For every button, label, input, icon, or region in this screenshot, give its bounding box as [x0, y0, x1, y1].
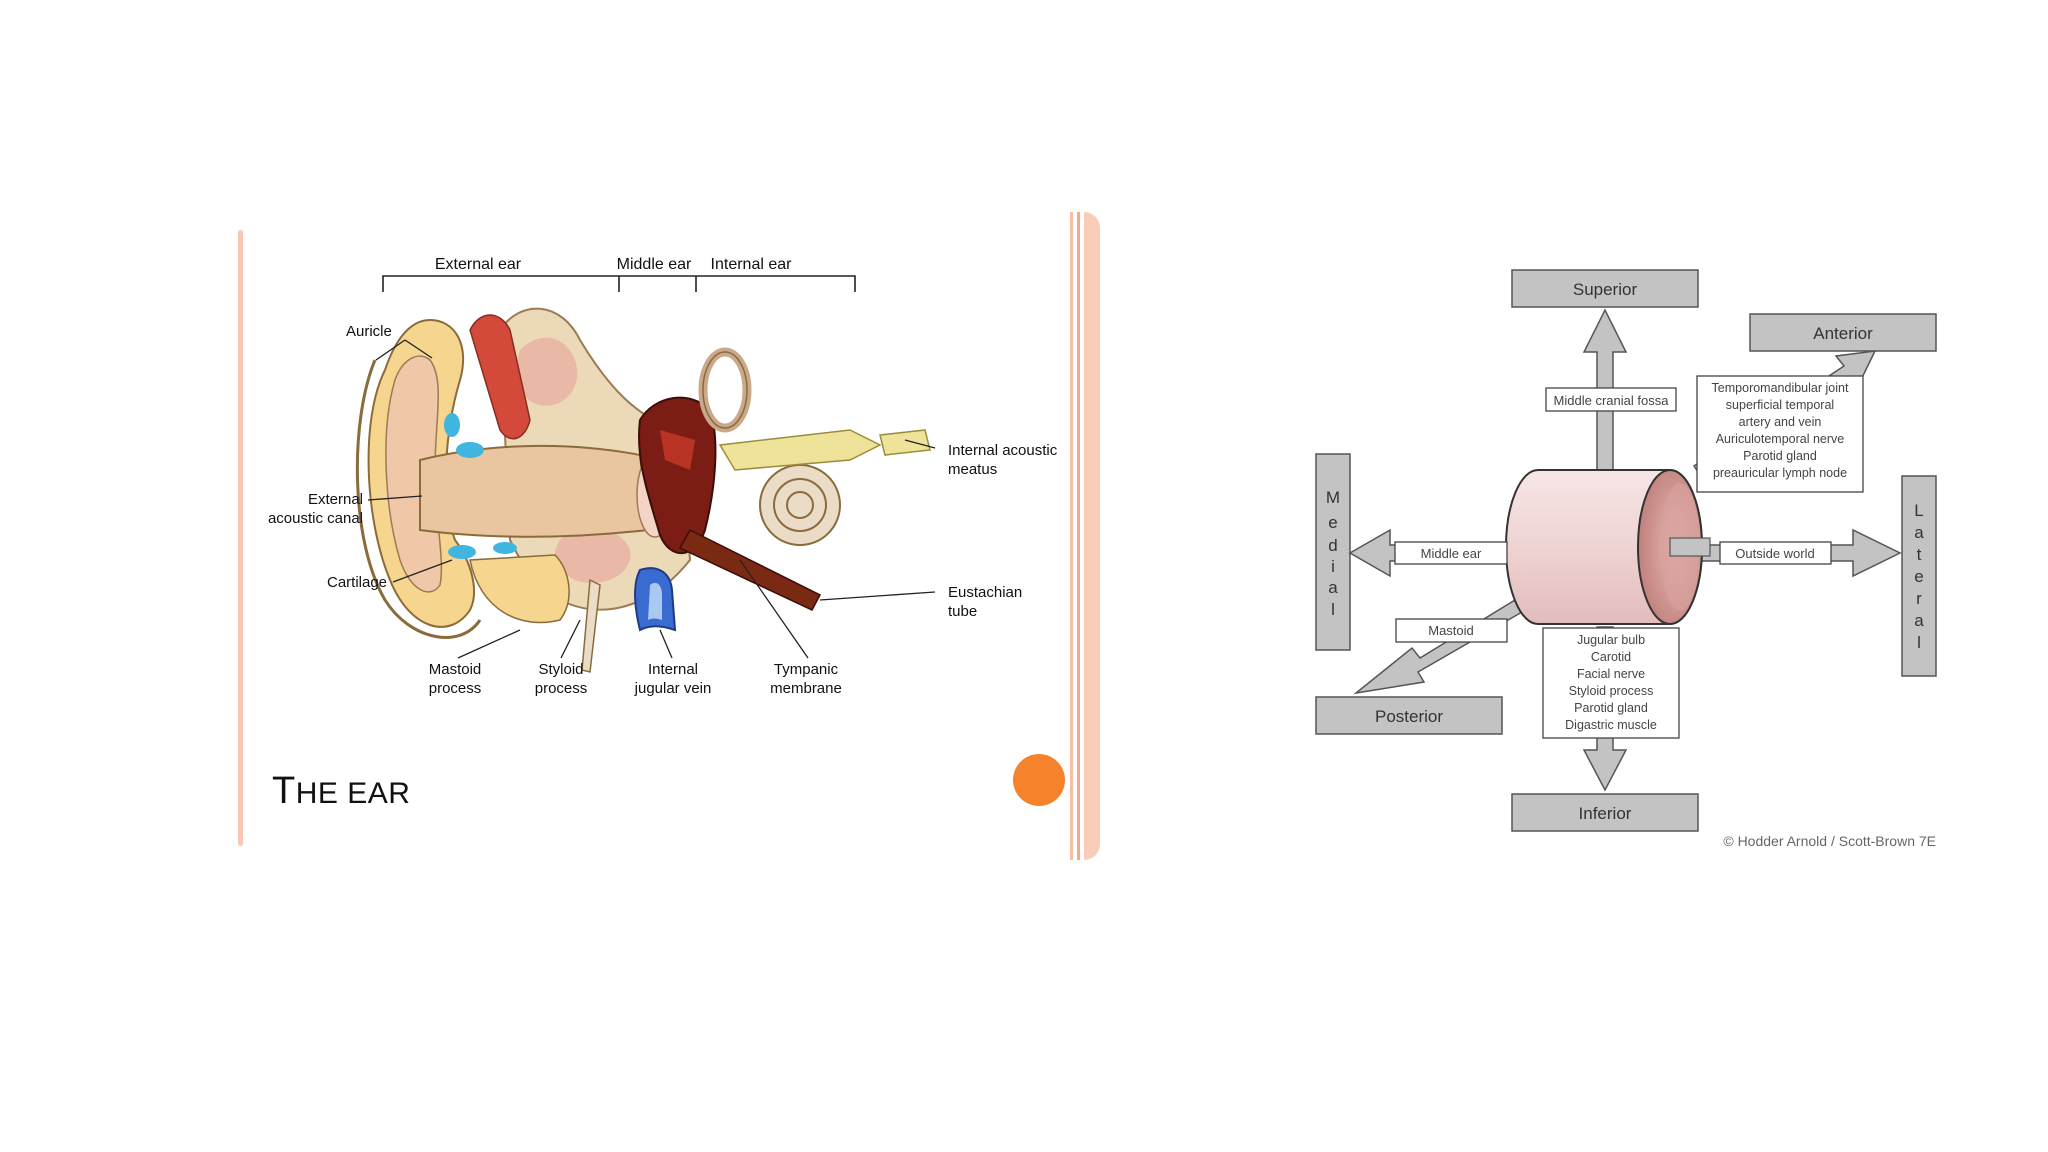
- middle-cranial-fossa-label: Middle cranial fossa: [1554, 393, 1670, 408]
- superior-label: Superior: [1573, 280, 1638, 299]
- lateral-letter: L: [1914, 501, 1923, 520]
- list-item: Digastric muscle: [1565, 718, 1657, 732]
- medial-letter: M: [1326, 488, 1340, 507]
- medial-letter: i: [1331, 557, 1335, 576]
- inferior-label: Inferior: [1579, 804, 1632, 823]
- list-item: artery and vein: [1739, 415, 1822, 429]
- lateral-letter: t: [1917, 545, 1922, 564]
- medial-letter: d: [1328, 536, 1337, 555]
- middle-ear-box-label: Middle ear: [1421, 546, 1482, 561]
- lateral-letter: r: [1916, 589, 1922, 608]
- lateral-letter: a: [1914, 523, 1924, 542]
- list-item: Jugular bulb: [1577, 633, 1645, 647]
- list-item: Styloid process: [1569, 684, 1654, 698]
- posterior-label: Posterior: [1375, 707, 1443, 726]
- anterior-label: Anterior: [1813, 324, 1873, 343]
- lateral-letter: l: [1917, 633, 1921, 652]
- posterior-arrow: [1356, 600, 1522, 693]
- mastoid-box-label: Mastoid: [1428, 623, 1474, 638]
- lateral-connector: [1670, 538, 1710, 556]
- list-item: Parotid gland: [1743, 449, 1817, 463]
- list-item: Facial nerve: [1577, 667, 1645, 681]
- list-item: Carotid: [1591, 650, 1631, 664]
- lateral-letter: e: [1914, 567, 1923, 586]
- list-item: Auriculotemporal nerve: [1716, 432, 1845, 446]
- credit-text: © Hodder Arnold / Scott-Brown 7E: [1723, 833, 1936, 849]
- lateral-letter: a: [1914, 611, 1924, 630]
- outside-world-label: Outside world: [1735, 546, 1814, 561]
- medial-letter: a: [1328, 578, 1338, 597]
- lateral-label: L a t e r a l: [1914, 501, 1924, 652]
- list-item: Parotid gland: [1574, 701, 1648, 715]
- list-item: superficial temporal: [1726, 398, 1834, 412]
- list-item: Temporomandibular joint: [1712, 381, 1849, 395]
- medial-letter: l: [1331, 600, 1335, 619]
- list-item: preauricular lymph node: [1713, 466, 1847, 480]
- medial-letter: e: [1328, 513, 1337, 532]
